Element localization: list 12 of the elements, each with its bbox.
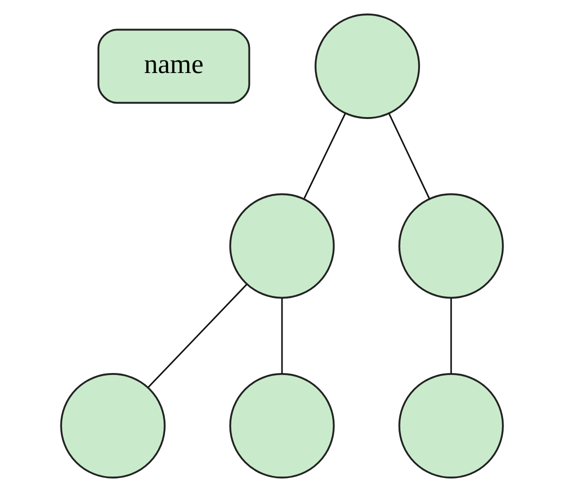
connector bbox=[280, 298, 282, 374]
node-circle bbox=[398, 193, 504, 299]
node-circle bbox=[314, 14, 420, 119]
connector bbox=[450, 298, 452, 374]
node-box: name bbox=[97, 28, 250, 104]
node-circle bbox=[398, 373, 504, 478]
node-circle bbox=[60, 373, 166, 478]
node-circle bbox=[228, 373, 334, 478]
node-circle bbox=[228, 193, 334, 299]
connector bbox=[303, 112, 346, 199]
connector bbox=[388, 113, 430, 200]
connector bbox=[147, 284, 247, 388]
